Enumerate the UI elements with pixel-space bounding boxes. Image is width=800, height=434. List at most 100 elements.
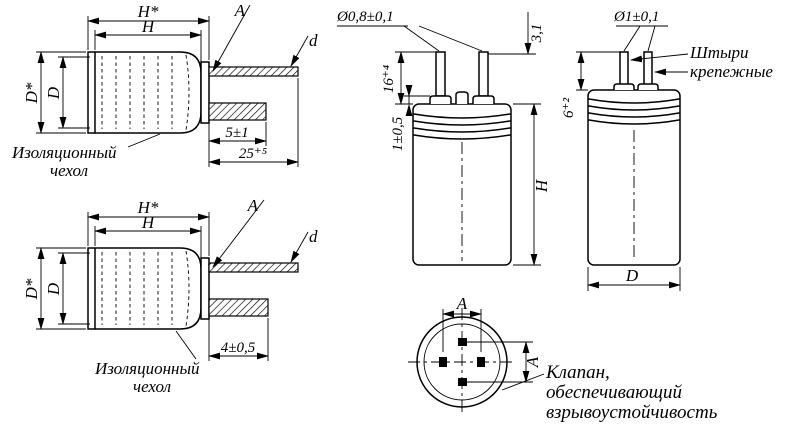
dim-lead-d-label: d [309, 227, 318, 246]
top-view: A A Клапан, обеспечивающий взрывоустойчи… [408, 294, 718, 423]
crimp-rings [413, 113, 511, 140]
sleeve-label-line2: чехол [50, 161, 88, 180]
pin-bosses [429, 95, 495, 104]
lead-lower [208, 298, 269, 317]
dim-4-label: 4±0,5 [221, 340, 256, 356]
capacitor-body [87, 51, 202, 134]
dim-h-star: H* [87, 198, 210, 256]
dim-body-d: D [587, 266, 681, 291]
sleeve-label-line1: Изоляционный [94, 359, 200, 378]
right-view: Ø1±0,1 Штыри крепежные 6⁺² D [561, 9, 773, 291]
dim-a-h-label: A [456, 294, 468, 313]
pins-label-line1: Штыри [689, 43, 749, 62]
dim-d-star-label: D* [22, 278, 41, 300]
center-cross [408, 308, 516, 416]
label-mounting-pins: Штыри крепежные [630, 43, 773, 81]
leader-line [127, 133, 161, 148]
dim-a-v-label: A [523, 356, 542, 368]
pin-mark-left [439, 357, 447, 367]
leader-line [212, 199, 265, 268]
label-insulating-sleeve-1: Изоляционный чехол [11, 133, 161, 180]
dim-d: D [44, 252, 90, 325]
dim-d-label: D [44, 86, 63, 100]
dim-a-vertical: A [467, 341, 542, 383]
dim-d: D [44, 56, 90, 129]
dim-pin-dia: Ø0,8±0,1 [336, 9, 483, 52]
body-d-label: D [625, 266, 639, 285]
lead-lower [208, 102, 267, 121]
pin-bosses [613, 83, 659, 90]
pin-len-label: 6⁺² [561, 98, 577, 118]
leader-line [290, 35, 309, 67]
dim-h: H [94, 213, 202, 266]
dim-pin-dia: Ø1±0,1 [613, 9, 668, 52]
dim-h-label: H [141, 17, 156, 36]
ext-lines [576, 51, 620, 91]
label-insulating-sleeve-2: Изоляционный чехол [94, 330, 200, 396]
end-curve [185, 250, 190, 327]
lead-upper [208, 262, 299, 273]
boss-h-label: 1±0,5 [390, 116, 406, 151]
center-nub [455, 91, 469, 104]
seal-boss [200, 61, 210, 124]
leader-line [175, 330, 197, 360]
leader-line [501, 373, 545, 391]
side-view-1: H* H D* D A d 5±1 [11, 1, 318, 180]
valve-label-line3: взрывоустойчивость [546, 402, 718, 423]
crimp-rings [588, 98, 680, 125]
leader-lines [616, 25, 668, 52]
end-curve [185, 54, 190, 131]
dim-a-horizontal: A [442, 294, 482, 352]
dim-a: A [212, 1, 251, 72]
dim-h-label: H [141, 213, 156, 232]
dim-a-label: A [247, 196, 259, 215]
dim-h-star-label: H* [137, 198, 159, 217]
dim-pin-offset: 3,1 [488, 12, 545, 55]
dim-lead-short: 5±1 [208, 122, 267, 146]
pin-offset-label: 3,1 [529, 24, 545, 44]
dim-lead-total: 25⁺⁵ [208, 78, 299, 167]
dim-lead-d: d [290, 31, 318, 67]
dim-a-label: A [234, 1, 246, 20]
dim-5-label: 5±1 [225, 125, 248, 141]
sleeve-label-line2: чехол [133, 377, 171, 396]
dim-d-star: D* [22, 51, 86, 134]
sleeve-label-line1: Изоляционный [11, 143, 117, 162]
dim-lead-d-label: d [309, 31, 318, 50]
dim-d-star: D* [22, 247, 86, 330]
dim-d-label: D [44, 282, 63, 296]
leader-lines [337, 25, 483, 52]
dim-boss-h: 1±0,5 [390, 85, 430, 151]
pin-len-label: 16⁺⁴ [381, 65, 397, 93]
pin-dia-label: Ø0,8±0,1 [336, 9, 394, 25]
lead-upper [208, 66, 299, 77]
ext-lines [404, 95, 430, 105]
dim-pin-len: 6⁺² [561, 51, 620, 118]
pin-right [478, 51, 489, 97]
seal-boss [200, 257, 210, 320]
dim-h: H [94, 17, 202, 70]
valve-label-line2: обеспечивающий [546, 382, 683, 403]
pin-dia-label: Ø1±0,1 [613, 9, 659, 25]
label-valve: Клапан, обеспечивающий взрывоустойчивост… [501, 362, 718, 423]
leader-line [290, 231, 309, 263]
valve-label-line1: Клапан, [545, 362, 610, 383]
front-view: Ø0,8±0,1 3,1 16⁺⁴ 1±0,5 H [336, 9, 551, 266]
pins-label-line2: крепежные [690, 62, 773, 81]
side-view-2: H* H D* D A d 4±0,5 [22, 196, 318, 396]
pin-mark-right [477, 357, 485, 367]
pin-mark-bottom [458, 378, 467, 386]
dim-lead-d: d [290, 227, 318, 263]
dim-body-h: H [513, 103, 551, 266]
dim-lead-len: 4±0,5 [208, 318, 269, 361]
pin-mark-top [458, 338, 467, 346]
dim-h-star-label: H* [137, 2, 159, 21]
dim-h-star: H* [87, 2, 210, 60]
dim-a: A [212, 196, 265, 268]
capacitor-body [87, 247, 202, 330]
dim-d-star-label: D* [22, 82, 41, 104]
leader-line [212, 4, 251, 72]
body-h-label: H [532, 178, 551, 193]
